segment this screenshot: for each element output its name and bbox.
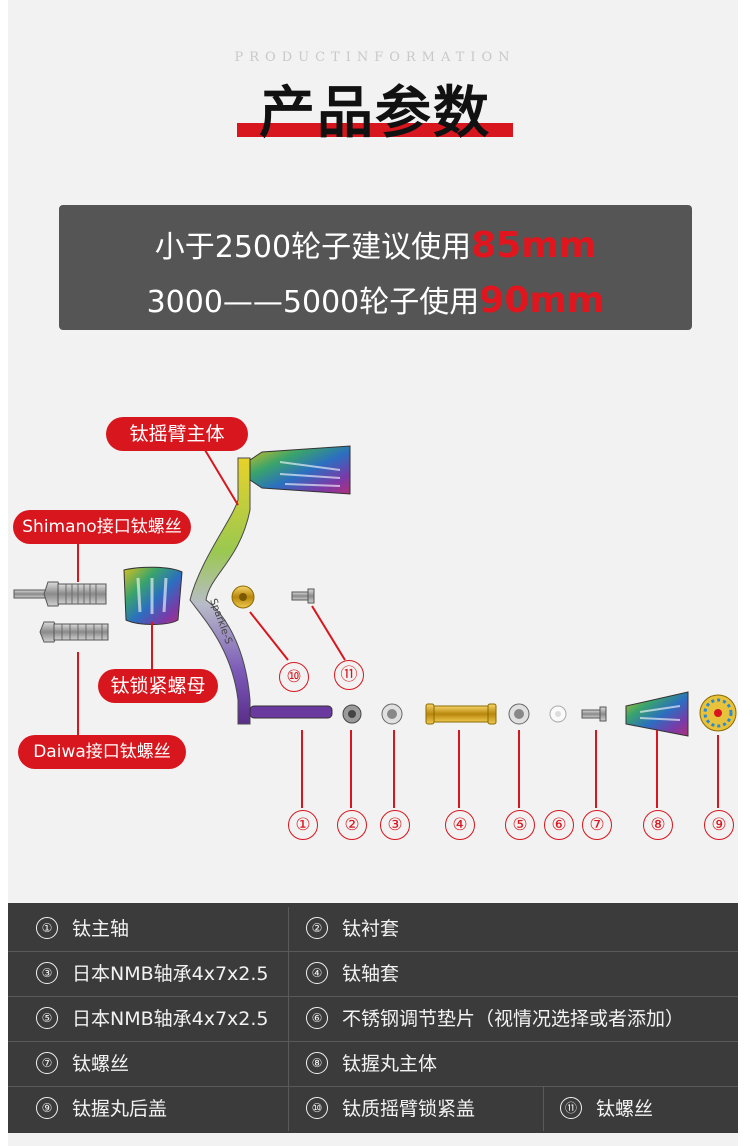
part-marker-4: ④ <box>445 810 475 840</box>
callout-daiwa-screw: Daiwa接口钛螺丝 <box>18 735 186 769</box>
part-marker-8: ⑧ <box>643 810 673 840</box>
callout-main-arm: 钛摇臂主体 <box>106 417 248 451</box>
part-marker-9: ⑨ <box>704 810 734 840</box>
part-marker-7: ⑦ <box>582 810 612 840</box>
part-marker-11: ⑪ <box>334 660 364 690</box>
page-subtitle: PRODUCTINFORMATION <box>234 50 516 65</box>
spec-line-small-reel: 小于2500轮子建议使用85mm <box>59 222 692 266</box>
daiwa-screw <box>39 621 109 643</box>
main-shaft <box>249 705 333 719</box>
exploded-diagram: Sparkle-S <box>13 417 737 840</box>
knob-cap <box>699 694 737 732</box>
title-underline <box>237 123 513 137</box>
part-marker-1: ① <box>288 810 318 840</box>
part-marker-2: ② <box>337 810 367 840</box>
small-screw-11 <box>291 588 315 604</box>
part-marker-6: ⑥ <box>544 810 574 840</box>
spec-line-2-value: 90mm <box>479 280 605 321</box>
callout-shimano-screw: Shimano接口钛螺丝 <box>13 510 191 544</box>
spec-line-1-value: 85mm <box>471 225 597 266</box>
spec-line-2-text: 3000——5000轮子使用 <box>146 285 480 320</box>
page-title: 产品参数 <box>259 81 491 146</box>
small-screw-7 <box>581 706 607 722</box>
callout-lock-nut: 钛锁紧螺母 <box>98 669 218 703</box>
leader-lines <box>77 449 719 808</box>
spec-line-large-reel: 3000——5000轮子使用90mm <box>59 277 692 321</box>
shaft-sleeve <box>425 703 497 725</box>
arm-body <box>189 457 251 725</box>
part-marker-3: ③ <box>380 810 410 840</box>
part-marker-5: ⑤ <box>505 810 535 840</box>
spec-box: 小于2500轮子建议使用85mm 3000——5000轮子使用90mm <box>59 205 692 330</box>
parts-illustration: Sparkle-S <box>13 445 737 808</box>
lock-nut <box>123 566 183 625</box>
spec-line-1-text: 小于2500轮子建议使用 <box>154 230 472 265</box>
part-marker-10: ⑩ <box>279 662 309 692</box>
knob-body <box>625 691 689 737</box>
arm-top-knob <box>249 445 351 495</box>
shimano-screw <box>13 581 107 607</box>
